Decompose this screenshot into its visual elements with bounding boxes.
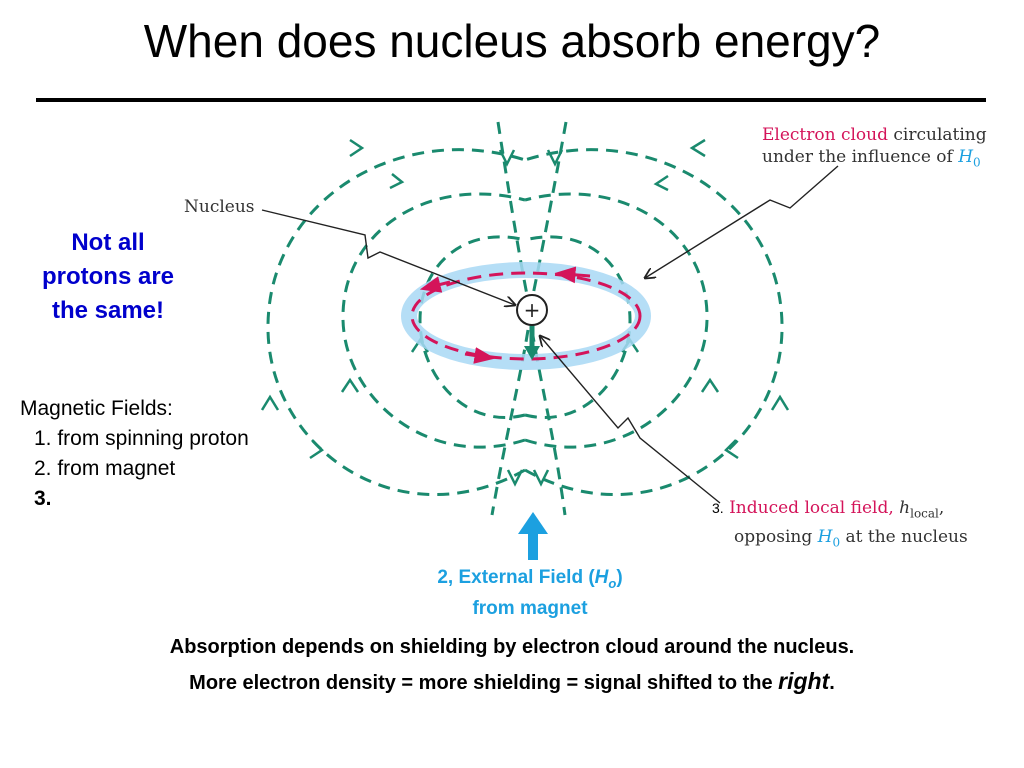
induced-field-comma: , [938,498,945,518]
electron-cloud-label-term: Electron cloud [762,125,888,145]
title-underline [36,98,986,102]
electron-cloud-field-symbol: H [958,147,974,167]
induced-leader-line [540,336,721,504]
magnetic-field-item-1: 1. from spinning proton [34,427,249,450]
arrow-8 [700,377,720,393]
cloud-leader-line [645,165,839,278]
arrow-13 [506,469,524,487]
bottom-line-2-emphasis: right [778,668,830,694]
field-line-outer-right [524,148,784,497]
arrow-3 [389,173,405,190]
electron-cloud-arrow-right [554,266,591,284]
arrow-11 [309,439,324,460]
field-line-vertical-4 [530,329,567,516]
electron-cloud-label-line2: under the influence of [762,147,959,167]
field-line-inner-right [524,235,632,419]
arrow-7 [340,377,360,393]
callout-not-all-protons: Not all protons are the same! [18,226,198,328]
electron-cloud-arrow-bottom [464,347,496,364]
nucleus-symbol: + [524,298,541,322]
magnetic-field-item-2: 2. from magnet [34,457,176,480]
slide-title: When does nucleus absorb energy? [143,15,881,67]
electron-cloud-field-sub: 0 [973,155,981,170]
external-field-prefix: 2, External Field ( [437,567,595,588]
arrow-14 [532,469,550,487]
field-lines [266,121,784,516]
external-field-suffix: ) [616,567,623,588]
bottom-line-2-prefix: More electron density = more shielding =… [189,672,779,694]
bottom-summary: Absorption depends on shielding by elect… [0,630,1024,700]
magnetic-fields-heading: Magnetic Fields: [20,397,173,420]
external-field-arrow-shaft [528,532,538,560]
external-field-label: 2, External Field (Ho) from magnet [380,565,680,621]
arrow-6 [770,394,790,411]
field-line-outer-left [266,148,526,497]
induced-field-field-sub: 0 [832,535,841,550]
electron-cloud-arrow-top [419,276,451,293]
induced-field-label: 3. Induced local field, hlocal, opposing… [712,496,968,555]
electron-cloud-ring [410,271,642,361]
field-line-arrows [260,138,790,487]
bottom-line-2-suffix: . [829,672,835,694]
arrow-1 [349,138,365,158]
bottom-line-2: More electron density = more shielding =… [0,664,1024,700]
field-line-vertical-2 [530,121,568,301]
callout-line-3: the same! [51,297,165,324]
induced-field-h-sub: local [910,506,939,521]
arrow-5 [260,394,280,411]
field-line-middle-left [341,192,526,449]
electron-cloud-glow [401,262,651,370]
callout-line-2: protons are [41,263,175,290]
nucleus-circle [516,294,548,326]
external-field-symbol: H [594,567,609,588]
field-line-middle-right [524,192,709,449]
electron-cloud-label-rest: circulating [888,125,987,145]
induced-field-arrowhead [524,346,540,360]
external-field-arrowhead [518,512,548,534]
field-line-vertical-1 [496,121,530,301]
arrow-16 [546,149,564,167]
magnetic-field-item-3: 3. [34,487,52,510]
induced-field-h-symbol: h [899,498,911,518]
field-line-vertical-3 [490,329,530,516]
arrow-12 [724,439,739,460]
magnetic-fields-list: Magnetic Fields: 1. from spinning proton… [20,394,249,514]
induced-field-line2-b: at the nucleus [840,527,968,548]
field-line-inner-left [418,235,526,419]
external-field-sub: o [608,575,617,591]
induced-field-line2-a: opposing [734,527,818,548]
induced-field-field-symbol: H [817,527,833,548]
nucleus-label: Nucleus [184,197,255,217]
induced-field-number: 3. [712,500,724,516]
arrow-2 [689,138,706,158]
arrow-4 [653,174,669,192]
bottom-line-1: Absorption depends on shielding by elect… [169,636,855,658]
external-field-line2: from magnet [472,597,588,619]
electron-cloud-label: Electron cloud circulating under the inf… [762,124,987,173]
arrow-15 [498,149,516,167]
induced-field-term: Induced local field, [729,498,900,518]
nucleus-leader-line [261,209,515,305]
callout-line-1: Not all [71,229,145,256]
